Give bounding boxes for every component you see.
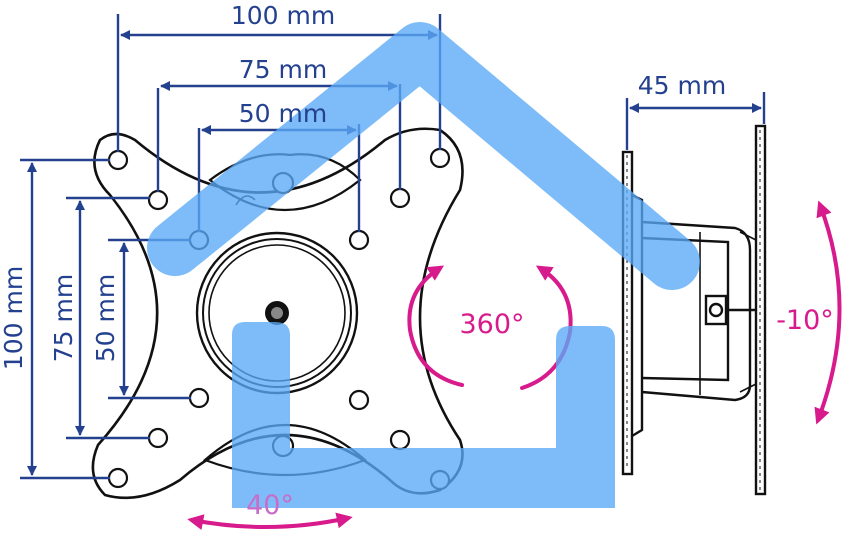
label-100mm-horizontal: 100 mm	[231, 1, 335, 30]
hole-100-top-right	[429, 147, 451, 169]
tilt-arrow	[814, 200, 842, 425]
label-75mm-vertical: 75 mm	[49, 274, 78, 362]
label-50mm-horizontal: 50 mm	[239, 99, 327, 128]
label-rotation-360: 360°	[459, 309, 524, 340]
label-45mm-depth: 45 mm	[638, 71, 726, 100]
wall-plate	[621, 150, 634, 476]
hole-75-top-right	[389, 187, 411, 209]
rotation-arrow-left	[407, 265, 464, 387]
hole-50-bottom-left	[188, 387, 210, 409]
label-75mm-horizontal: 75 mm	[239, 55, 327, 84]
hole-75-top-left	[147, 189, 169, 211]
hole-50-top-right	[348, 229, 370, 251]
hole-50-bottom-right	[348, 389, 370, 411]
house-roof	[147, 22, 700, 290]
hole-100-bottom-left	[107, 467, 129, 489]
hole-100-top-left	[107, 149, 129, 171]
hole-75-bottom-left	[147, 427, 169, 449]
label-50mm-vertical: 50 mm	[91, 274, 120, 362]
side-profile	[621, 124, 767, 496]
house-watermark-logo	[147, 22, 700, 508]
label-tilt: -10°	[776, 305, 834, 336]
hole-75-bottom-right	[389, 429, 411, 451]
label-100mm-vertical: 100 mm	[0, 266, 28, 370]
swivel-arrow	[187, 512, 353, 530]
label-swivel-40: 40°	[246, 490, 294, 521]
house-walls	[232, 322, 615, 508]
